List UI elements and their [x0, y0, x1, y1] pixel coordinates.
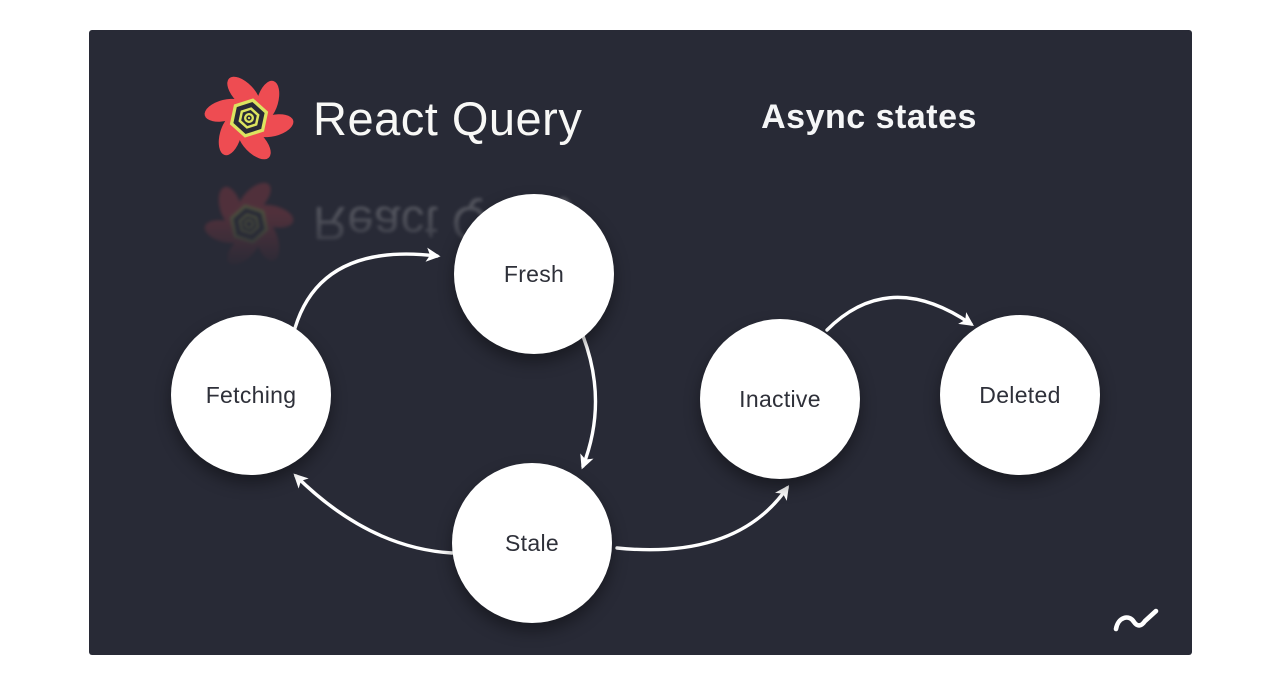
edge-stale-to-fetching — [293, 473, 454, 555]
edge-stale-to-inactive — [615, 485, 790, 552]
state-label-deleted: Deleted — [979, 381, 1061, 408]
state-node-stale: Stale — [452, 463, 612, 623]
brand-name: React Query — [313, 91, 583, 145]
squiggle-icon — [1113, 608, 1159, 632]
state-label-stale: Stale — [505, 529, 559, 556]
state-diagram-edges — [293, 247, 974, 555]
slide-title: Async states — [761, 98, 977, 136]
slide-canvas: React Query React Query Async states — [89, 30, 1192, 655]
state-node-fetching: Fetching — [171, 315, 331, 475]
state-label-inactive: Inactive — [739, 385, 821, 412]
edge-inactive-to-deleted — [825, 295, 974, 332]
edge-fetching-to-fresh — [293, 247, 441, 330]
state-node-inactive: Inactive — [700, 319, 860, 479]
state-node-deleted: Deleted — [940, 315, 1100, 475]
state-node-fresh: Fresh — [454, 194, 614, 354]
react-query-logo-icon — [204, 76, 294, 160]
state-label-fetching: Fetching — [205, 381, 297, 408]
state-label-fresh: Fresh — [503, 260, 565, 287]
brand: React Query — [201, 66, 582, 170]
edge-fresh-to-stale — [580, 334, 598, 470]
